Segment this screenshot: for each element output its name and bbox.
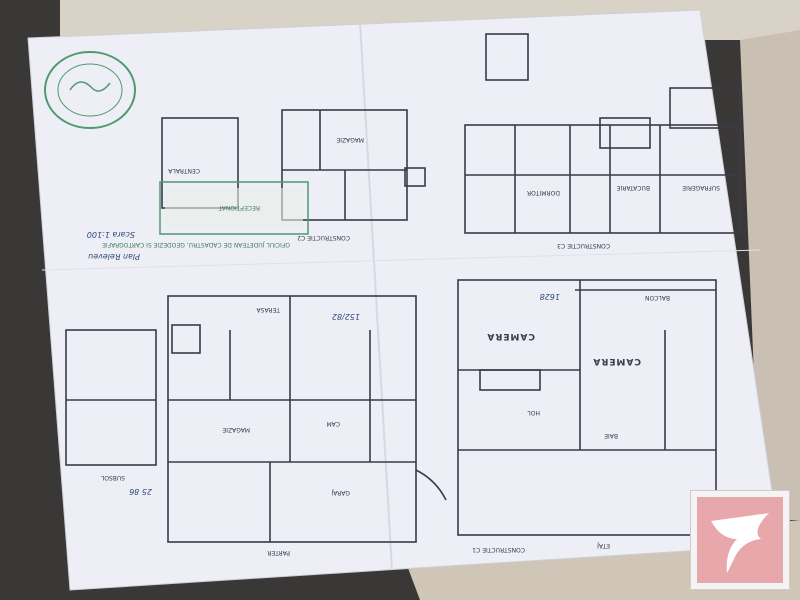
label-sheet-c3: CONSTRUCTIE C3 <box>557 242 610 249</box>
handwritten-title: Plan Releveu <box>88 252 140 261</box>
label-sufragerie: SUFRAGERIE <box>682 184 720 191</box>
label-magazie-parter: MAGAZIE <box>222 426 250 433</box>
logo-watermark <box>690 490 790 590</box>
plan-etaj <box>457 279 717 536</box>
label-sheet-c2: CONSTRUCTIE C2 <box>297 234 350 241</box>
handwritten-number-a: 152/82 <box>332 312 360 321</box>
plan-construction-c3 <box>464 33 741 234</box>
stamp-receptionat-text: RECEPTIONAT <box>218 204 260 211</box>
handwritten-number-c: 25 86 <box>129 487 152 496</box>
label-terasa: TERASA <box>256 306 281 313</box>
label-camera-1: CAMERA <box>486 331 535 341</box>
label-dormitor: DORMITOR <box>527 189 560 196</box>
label-balcon: BALCON <box>645 294 670 301</box>
plan-parter <box>167 295 447 543</box>
label-sheet-etaj: ETAJ <box>597 542 610 549</box>
plan-subsol <box>65 329 157 466</box>
plan-construction-c2 <box>161 109 426 221</box>
stamp-receptionat <box>159 181 309 235</box>
label-cam-parter: CAM <box>327 420 340 427</box>
label-magazie-c2: MAGAZIE <box>336 136 364 143</box>
handwritten-scale: Scara 1:100 <box>87 230 135 239</box>
label-hol: HOL <box>527 409 540 416</box>
stamp-office-text: OFICIUL JUDETEAN DE CADASTRU, GEODEZIE S… <box>102 241 290 248</box>
label-centrala: CENTRALA <box>167 167 200 174</box>
handwritten-number-b: 1628 <box>540 292 560 301</box>
label-camera-2: CAMERA <box>592 356 641 366</box>
label-subsol: SUBSOL <box>100 474 125 481</box>
round-seal <box>44 51 136 129</box>
label-garaj: GARAJ <box>331 489 350 496</box>
bird-logo-icon <box>697 497 783 583</box>
label-bucatarie: BUCATARIE <box>616 184 650 191</box>
label-construction-c1: CONSTRUCTIE C1 <box>472 546 525 553</box>
label-baie: BAIE <box>604 432 618 439</box>
fold-line-horizontal <box>41 249 761 271</box>
label-sheet-parter: PARTER <box>267 549 290 556</box>
